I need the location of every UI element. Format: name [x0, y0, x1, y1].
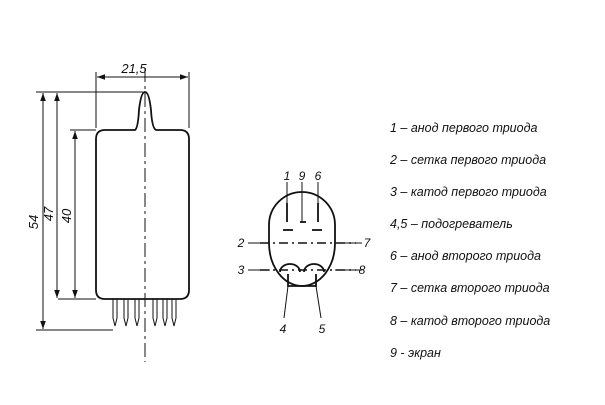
legend-item: 7 – сетка второго триода [390, 281, 550, 296]
pin [123, 299, 129, 327]
pin [171, 299, 177, 327]
width-dimension: 21,5 [95, 61, 190, 128]
legend-item: 4,5 – подогреватель [390, 217, 513, 232]
pin [134, 299, 140, 327]
legend-item: 2 – сетка первого триода [390, 153, 547, 168]
pin-label-7: 7 [364, 236, 372, 250]
pin [152, 299, 158, 327]
cathode-right [303, 263, 325, 273]
pin [162, 299, 168, 327]
heater [287, 274, 317, 287]
height-with-tip-value: 47 [41, 206, 56, 221]
cathode-left [279, 263, 301, 273]
pin-legend: 1 – анод первого триода 2 – сетка первог… [390, 118, 550, 375]
pin [112, 299, 118, 327]
pin-label-1: 1 [284, 169, 291, 183]
tube-pins [112, 299, 177, 327]
legend-item: 3 – катод первого триода [390, 185, 547, 200]
pin-label-8: 8 [359, 263, 366, 277]
height-body-value: 40 [59, 208, 74, 223]
pin-label-5: 5 [319, 322, 326, 336]
height-dimensions: 54 47 40 [26, 91, 143, 331]
pin-label-2: 2 [237, 236, 245, 250]
pin-label-4: 4 [280, 322, 287, 336]
tube-side-view [95, 68, 190, 362]
tube-envelope [95, 91, 190, 300]
pin-label-3: 3 [238, 263, 245, 277]
pin-label-9: 9 [299, 169, 306, 183]
legend-item: 8 – катод второго триода [390, 313, 551, 328]
height-total-value: 54 [26, 215, 41, 229]
legend-item: 1 – анод первого триода [390, 121, 538, 135]
legend-item: 6 – анод второго триода [390, 249, 541, 264]
pinout-outline [268, 191, 336, 287]
width-value: 21,5 [120, 61, 147, 76]
pinout-diagram: 1 9 6 2 7 3 8 4 5 [237, 169, 372, 336]
legend-item: 9 - экран [390, 345, 441, 360]
pin-label-6: 6 [315, 169, 322, 183]
